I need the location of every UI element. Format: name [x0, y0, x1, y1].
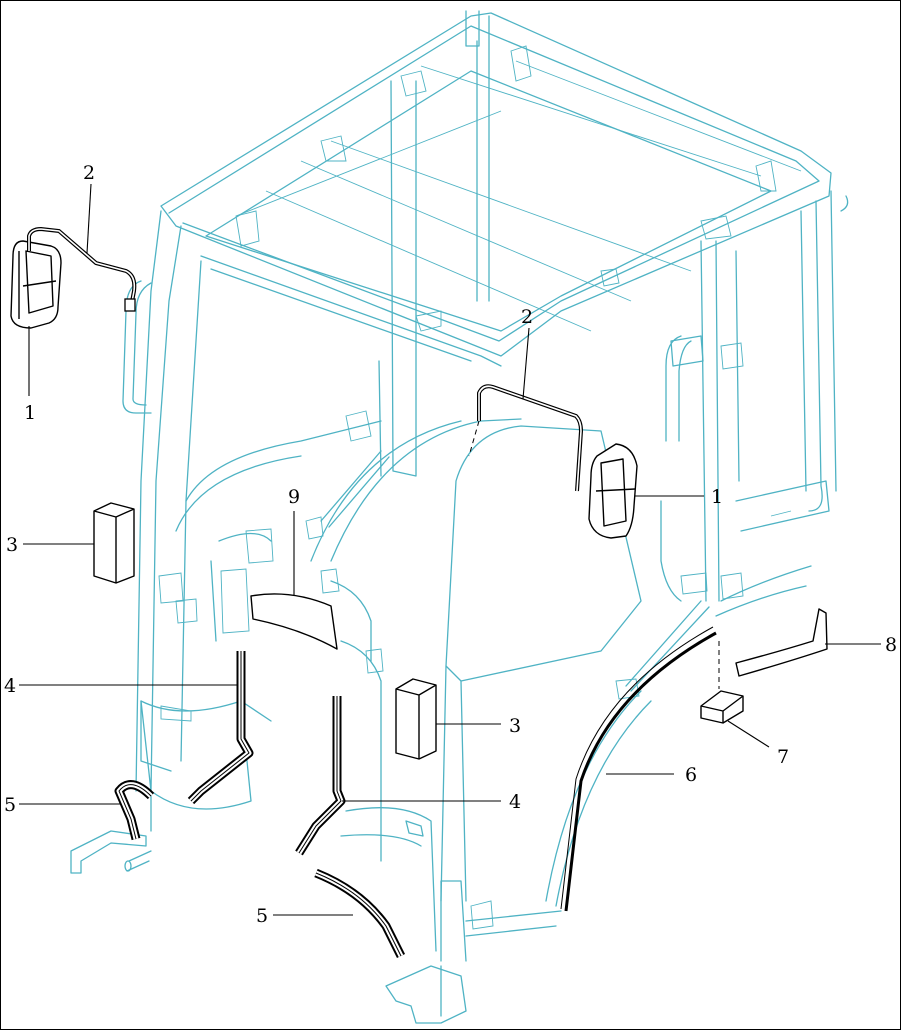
mirror-left — [10, 240, 62, 329]
callout-block-left: 3 — [6, 534, 18, 556]
callout-fender-seal: 8 — [885, 634, 897, 656]
callout-bracket-left: 2 — [83, 162, 95, 184]
rubber-strip — [250, 593, 338, 650]
pad — [700, 641, 744, 724]
callout-arch-seal: 6 — [685, 764, 697, 786]
corner-seal-left — [114, 780, 155, 841]
callout-block-center: 3 — [509, 715, 521, 737]
seal-left — [187, 651, 254, 805]
mirror-right — [588, 443, 638, 539]
callout-corner-seal-center: 5 — [256, 905, 268, 927]
corner-seal-center — [314, 868, 406, 959]
block-center — [395, 678, 437, 760]
mirror-bracket-left — [27, 226, 137, 312]
callout-labels: 1 2 2 1 3 3 4 4 5 5 6 7 8 9 — [4, 162, 897, 927]
callout-bracket-right: 2 — [521, 306, 533, 328]
fender-seal — [735, 608, 828, 677]
arch-seal — [560, 626, 717, 912]
callout-pad: 7 — [777, 746, 789, 768]
callout-rubber-strip: 9 — [288, 486, 300, 508]
seal-center — [295, 696, 346, 856]
callout-seal-left: 4 — [4, 675, 16, 697]
callout-mirror-left: 1 — [24, 402, 36, 424]
callout-seal-center: 4 — [509, 791, 521, 813]
callout-mirror-right: 1 — [711, 486, 723, 508]
block-left — [93, 502, 135, 584]
mirror-bracket-right — [468, 384, 584, 492]
leader-lines — [19, 183, 881, 916]
cab-frame — [70, 10, 849, 1024]
callout-corner-seal-left: 5 — [4, 794, 16, 816]
